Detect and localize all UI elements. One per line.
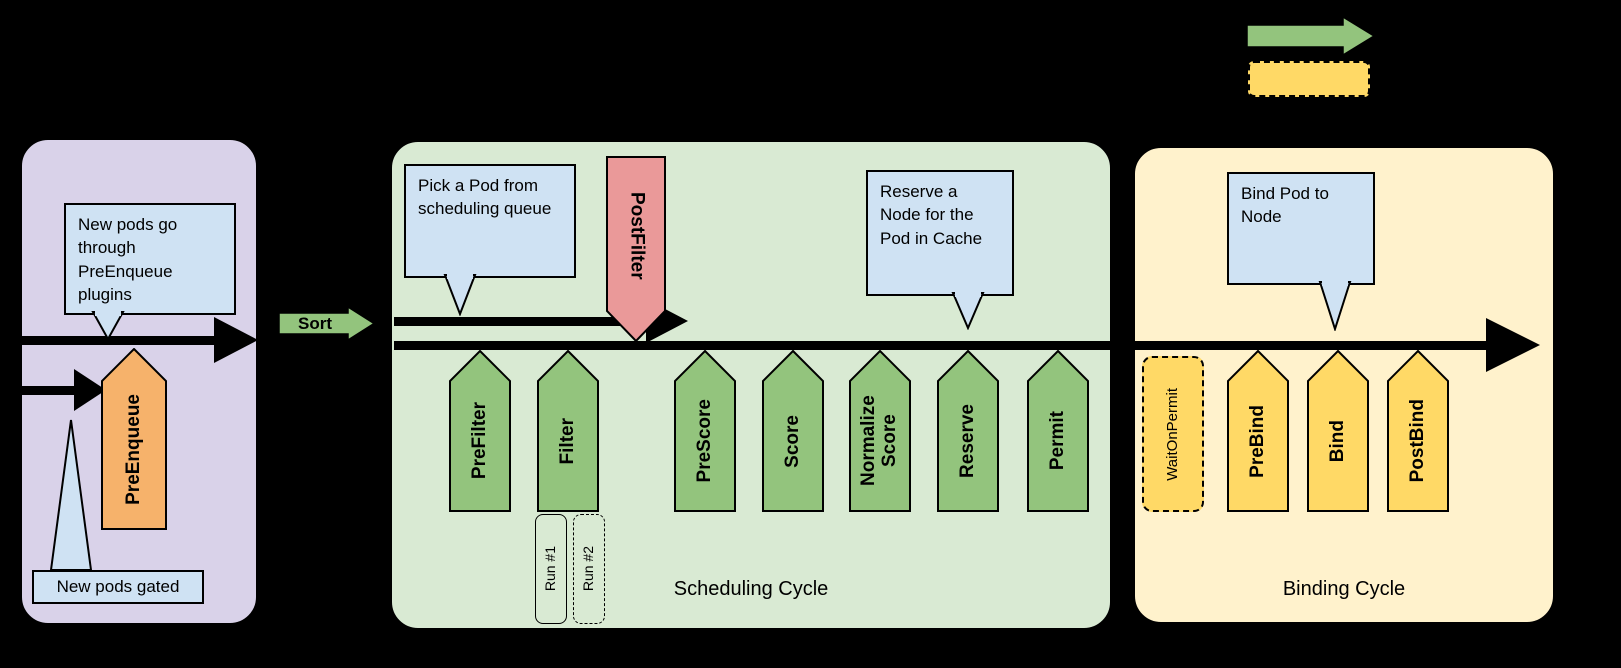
pre-enqueue-plugin-label: PreEnqueue (122, 393, 144, 505)
post-bind-plugin-arrow: PostBind (1387, 350, 1449, 512)
bind-pod-callout: Bind Pod to Node (1227, 172, 1375, 331)
legend-dashed-box-icon (1248, 61, 1370, 97)
filter-run-1-box: Run #1 (535, 514, 567, 624)
pre-enqueue-plugin-arrow: PreEnqueue (101, 348, 167, 530)
filter-run-1-label: Run #1 (542, 546, 559, 592)
filter-run-2-box: Run #2 (573, 514, 605, 624)
reserve-node-callout-text: Reserve a Node for the Pod in Cache (880, 182, 983, 248)
new-pods-callout: New pods go through PreEnqueue plugins (64, 203, 236, 341)
pre-filter-plugin-arrow: PreFilter (449, 350, 511, 512)
filter-run-2-label: Run #2 (580, 546, 597, 592)
bind-plugin-arrow: Bind (1307, 350, 1369, 512)
callout-pointer (91, 311, 125, 341)
gated-pods-callout-text: New pods gated (56, 577, 180, 597)
legend-solid-arrow-icon (1246, 15, 1376, 57)
pre-bind-plugin-arrow: PreBind (1227, 350, 1289, 512)
permit-plugin-label: Permit (1046, 411, 1068, 471)
bind-pod-callout-text: Bind Pod to Node (1241, 184, 1329, 227)
incoming-pods-arrow-head (214, 317, 258, 363)
gated-pods-arrow-head (74, 369, 106, 411)
pipeline-arrow-head (1486, 318, 1540, 372)
pipeline-arrow-shaft (394, 341, 1486, 350)
score-plugin-label: Score (781, 414, 803, 468)
reserve-plugin-label: Reserve (956, 404, 978, 478)
pre-score-plugin-label: PreScore (693, 399, 715, 483)
post-bind-plugin-label: PostBind (1406, 399, 1428, 483)
gated-callout-pointer (49, 419, 93, 571)
queue-pop-arrow-shaft (394, 317, 646, 326)
permit-plugin-arrow: Permit (1027, 350, 1089, 512)
binding-cycle-title: Binding Cycle (1282, 578, 1406, 600)
callout-pointer (951, 292, 985, 330)
reserve-node-callout: Reserve a Node for the Pod in Cache (866, 170, 1014, 330)
callout-pointer (443, 274, 477, 316)
normalize-score-plugin-label: Normalize Score (858, 395, 900, 487)
normalize-score-plugin-arrow: Normalize Score (849, 350, 911, 512)
sort-plugin-arrow: Sort (278, 306, 376, 341)
filter-plugin-label: Filter (556, 417, 578, 465)
score-plugin-arrow: Score (762, 350, 824, 512)
incoming-pods-arrow-shaft (0, 336, 214, 345)
callout-pointer (1318, 281, 1352, 331)
sort-plugin-label: Sort (298, 313, 332, 333)
wait-on-permit-label: WaitOnPermit (1163, 387, 1181, 481)
pre-filter-plugin-label: PreFilter (468, 402, 490, 480)
bind-plugin-label: Bind (1326, 419, 1348, 463)
new-pods-callout-text: New pods go through PreEnqueue plugins (78, 215, 178, 305)
scheduling-cycle-title: Scheduling Cycle (673, 578, 829, 600)
filter-plugin-arrow: Filter (537, 350, 599, 512)
post-filter-plugin-arrow: PostFilter (606, 156, 666, 342)
pick-pod-callout: Pick a Pod from scheduling queue (404, 164, 576, 316)
pre-bind-plugin-label: PreBind (1246, 404, 1268, 478)
pre-score-plugin-arrow: PreScore (674, 350, 736, 512)
pick-pod-callout-text: Pick a Pod from scheduling queue (418, 176, 552, 219)
wait-on-permit-box: WaitOnPermit (1142, 356, 1204, 512)
gated-pods-callout: New pods gated (32, 570, 204, 604)
post-filter-plugin-label: PostFilter (626, 192, 648, 280)
reserve-plugin-arrow: Reserve (937, 350, 999, 512)
gated-pods-arrow-shaft (0, 386, 74, 395)
